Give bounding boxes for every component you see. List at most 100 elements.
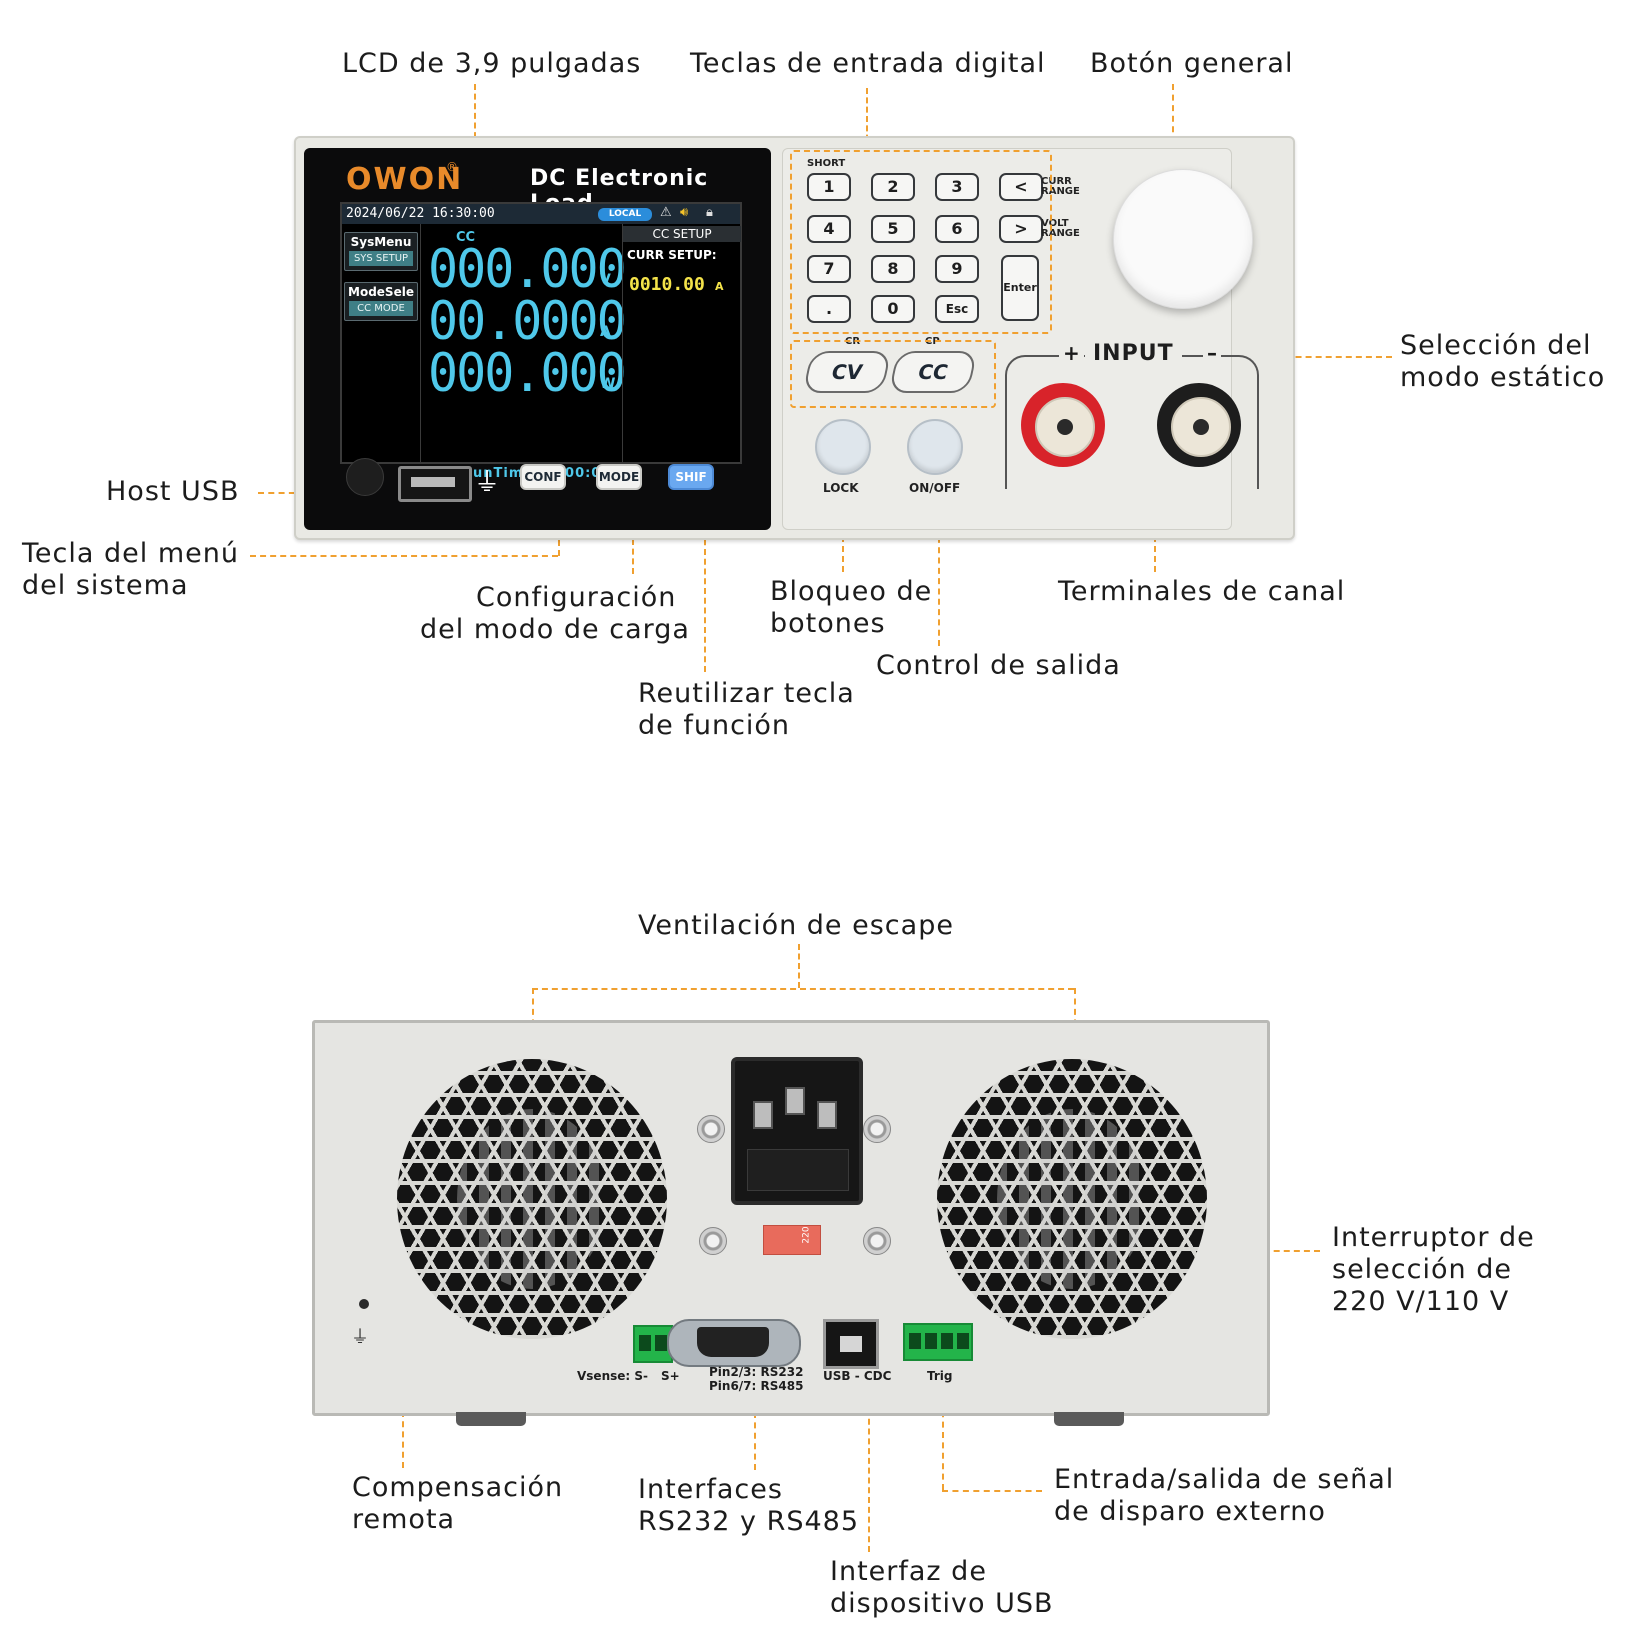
short-label: SHORT: [807, 158, 846, 169]
negative-terminal[interactable]: [1157, 383, 1241, 467]
mode-button[interactable]: MODE: [596, 464, 642, 490]
key-2[interactable]: 2: [871, 173, 915, 201]
usb-host-port[interactable]: [398, 466, 472, 502]
sys-setup-label: SYS SETUP: [349, 251, 413, 266]
lock-button[interactable]: [815, 419, 871, 475]
trigger-terminal[interactable]: [903, 1323, 973, 1361]
trigger-pin-2: [925, 1333, 937, 1349]
callout-lcd: LCD de 3,9 pulgadas: [342, 48, 642, 79]
highlight-keypad: [790, 150, 1052, 334]
usb-cdc-label: USB - CDC: [823, 1369, 892, 1383]
callout-remote-comp-1: Compensación: [352, 1472, 564, 1503]
callout-system-menu-1: Tecla del menú: [22, 538, 239, 569]
callout-channel-terminals: Terminales de canal: [1058, 576, 1346, 607]
callout-trigger-2: de disparo externo: [1054, 1496, 1326, 1527]
callout-load-mode-2: del modo de carga: [420, 614, 690, 645]
status-datetime: 2024/06/22 16:30:00: [346, 206, 495, 221]
db9-serial-port[interactable]: [667, 1319, 801, 1367]
enter-key[interactable]: Enter: [1001, 255, 1039, 321]
screw-mid-left: [699, 1227, 727, 1255]
callout-voltage-switch-3: 220 V/110 V: [1332, 1286, 1510, 1317]
lock-label: LOCK: [823, 481, 859, 495]
remote-sense-terminal[interactable]: [633, 1325, 673, 1363]
key-4[interactable]: 4: [807, 215, 851, 243]
key-0[interactable]: 0: [871, 295, 915, 323]
key-9[interactable]: 9: [935, 255, 979, 283]
callout-reuse-key-2: de función: [638, 710, 791, 741]
mode-select-softkey[interactable]: ModeSele CC MODE: [344, 282, 418, 321]
positive-terminal-hole: [1057, 419, 1073, 435]
trigger-pin-4: [957, 1333, 969, 1349]
leader-usb-device: [868, 1360, 870, 1552]
leader-trigger-v: [942, 1380, 944, 1490]
key-dot[interactable]: .: [807, 295, 851, 323]
left-arrow-key[interactable]: <: [999, 173, 1043, 201]
key-7[interactable]: 7: [807, 255, 851, 283]
callout-static-mode-2: modo estático: [1400, 362, 1606, 393]
warning-icon: ⚠: [660, 205, 672, 220]
sys-menu-label: SysMenu: [350, 235, 412, 249]
conf-button[interactable]: CONF: [520, 464, 566, 490]
positive-terminal-cap: [1035, 397, 1095, 457]
left-fan-blade: [457, 1109, 607, 1289]
onoff-label: ON/OFF: [909, 481, 961, 495]
key-6[interactable]: 6: [935, 215, 979, 243]
remote-sense-pin-1: [639, 1335, 651, 1351]
power-inlet[interactable]: [731, 1057, 863, 1205]
front-hole: [346, 458, 384, 496]
input-terminal-frame: + INPUT –: [1005, 341, 1259, 489]
input-label: INPUT: [1085, 341, 1182, 366]
callout-trigger-1: Entrada/salida de señal: [1054, 1464, 1395, 1495]
callout-output-control: Control de salida: [876, 650, 1121, 681]
ground-screw: [359, 1299, 369, 1309]
setup-panel: CC SETUP CURR SETUP: 0010.00 A: [622, 224, 741, 462]
lcd-screen: 2024/06/22 16:30:00 LOCAL ⚠ 🔊︎ 🔒︎ SysMen…: [340, 202, 742, 481]
status-bar: 2024/06/22 16:30:00 LOCAL ⚠ 🔊︎ 🔒︎: [342, 204, 740, 224]
front-panel: OWON ® DC Electronic Load 2024/06/22 16:…: [294, 136, 1295, 540]
key-esc[interactable]: Esc: [935, 295, 979, 323]
setup-title: CC SETUP: [623, 226, 741, 242]
trigger-pin-1: [909, 1333, 921, 1349]
right-fan-blade: [997, 1109, 1147, 1289]
mode-indicator: CC: [456, 230, 476, 245]
vsense-label: Vsense: S-: [577, 1369, 648, 1383]
callout-rs-interfaces-2: RS232 y RS485: [638, 1506, 860, 1537]
remote-sense-pin-2: [655, 1335, 667, 1351]
highlight-mode-buttons: [790, 340, 996, 408]
key-5[interactable]: 5: [871, 215, 915, 243]
left-fan-vent: [397, 1059, 667, 1339]
key-8[interactable]: 8: [871, 255, 915, 283]
mode-select-label: ModeSele: [348, 285, 414, 299]
right-arrow-key[interactable]: >: [999, 215, 1043, 243]
key-1[interactable]: 1: [807, 173, 851, 201]
current-unit: A: [600, 324, 611, 340]
power-pin-center: [785, 1087, 805, 1115]
trigger-pin-3: [941, 1333, 953, 1349]
local-badge: LOCAL: [598, 208, 652, 221]
leader-trigger-h: [942, 1490, 1042, 1492]
pin23-label: Pin2/3: RS232: [709, 1365, 804, 1379]
usb-device-port[interactable]: [823, 1319, 879, 1369]
sys-menu-softkey[interactable]: SysMenu SYS SETUP: [344, 232, 418, 271]
screw-top-left: [697, 1115, 725, 1143]
voltage-select-switch[interactable]: 220: [763, 1225, 821, 1255]
leader-output: [938, 506, 940, 646]
rear-panel: 220 ⏚ Vsense: S- S+ Pin2/3: RS232 Pin6/7…: [312, 1020, 1270, 1416]
brand-logo: OWON: [346, 162, 464, 197]
left-column-divider: [420, 224, 421, 462]
callout-button-lock-1: Bloqueo de: [770, 576, 933, 607]
general-knob[interactable]: [1113, 169, 1253, 309]
key-3[interactable]: 3: [935, 173, 979, 201]
power-reading: 000.000: [428, 342, 627, 404]
callout-usb-device-2: dispositivo USB: [830, 1588, 1054, 1619]
onoff-button[interactable]: [907, 419, 963, 475]
current-reading: 00.0000: [428, 290, 627, 352]
right-fan-vent: [937, 1059, 1207, 1339]
voltage-reading: 000.000: [428, 238, 627, 300]
positive-terminal[interactable]: [1021, 383, 1105, 467]
callout-load-mode-1: Configuración: [476, 582, 677, 613]
callout-voltage-switch-1: Interruptor de: [1332, 1222, 1535, 1253]
callout-voltage-switch-2: selección de: [1332, 1254, 1512, 1285]
callout-rs-interfaces-1: Interfaces: [638, 1474, 783, 1505]
shift-button[interactable]: SHIF: [668, 464, 714, 490]
